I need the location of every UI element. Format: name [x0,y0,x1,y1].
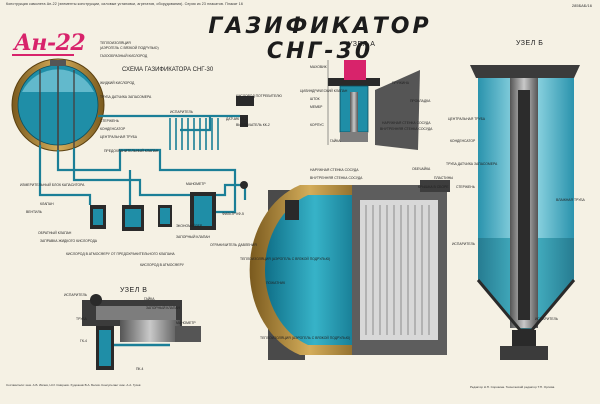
label-central-tube: ЦЕНТРАЛЬНАЯ ТРУБА [100,135,138,139]
schema-vessel [11,58,105,152]
node-v-gk4: ГК-4 [80,339,87,343]
label-atmosphere-safety: КИСЛОРОД В АТМОСФЕРУ ОТ ПРЕДОХРАНИТЕЛЬНО… [66,252,175,256]
center-inner-wall: ВНУТРЕННЯЯ СТЕНКА СОСУДА [310,176,363,180]
node-b-title: УЗЕЛ Б [516,40,544,47]
node-a-body: КОРПУС [310,123,324,127]
node-a-membrane: МЕМБР [310,105,323,109]
node-a-nut: ГАЙКА [330,139,341,143]
label-atmosphere: КИСЛОРОД В АТМОСФЕРУ [140,263,184,267]
center-clamp: ПОЖАТНИК [266,281,286,285]
label-evaporator: ИСПАРИТЕЛЬ [170,110,194,114]
node-b-evaporator: ИСПАРИТЕЛЬ [535,317,559,321]
node-v-manometer: МАНОМЕТР [176,321,196,325]
label-rod: СТЕРЖЕНЬ [100,119,119,123]
node-v-title: УЗЕЛ В [120,287,148,294]
label-oxygen-consumer: КИСЛОРОД ПОТРЕБИТЕЛЮ [236,94,282,98]
node-a-outer-wall: НАРУЖНАЯ СТЕНКА СОСУДА [382,121,431,125]
series-note: Конструкция самолета Ан-22 (элементы кон… [6,2,243,6]
aircraft-brand: Ан-22 [14,30,86,56]
center-evaporator: ИСПАРИТЕЛЬ [452,242,476,246]
node-b-rod: СТЕРЖЕНЬ [456,185,475,189]
label-economizer: ЭКОНОМАЙЗЕР [176,224,203,228]
label-insulation-sub: (АЭРОГЕЛЬ С ВЯЗКОЙ ПОДРУЛЬЮ) [100,46,159,50]
schema-pipes [38,114,247,214]
label-liquid-fill: ЗАПРАВКА ЖИДКОГО КИСЛОРОДА [40,239,98,243]
center-gasifier [249,180,450,360]
schema-title: СХЕМА ГАЗИФИКАТОРА СНГ-30 [122,67,214,73]
node-v-assembly [82,294,201,370]
poster-title: ГАЗИФИКАТОР СНГ-30 [208,14,432,64]
node-a-spring: ПРУЖИНА [392,81,410,85]
label-pressure-limiter: ОГРАНИЧИТЕЛЬ ДАВЛЕНИЯ [210,243,257,247]
node-a-stem: ШТОК [310,97,320,101]
poster-code: 285БАБ/16 [571,3,592,8]
node-v-tube: ТРУБА [76,317,87,321]
node-a-inner-wall: ВНУТРЕННЯЯ СТЕНКА СОСУДА [380,127,433,131]
node-b-sensor-tube: ТРУБА ДАТЧИКА ЗАПАСОМЕРА [446,162,498,166]
node-b-condenser: КОНДЕНСАТОР [450,139,476,143]
label-sensor: ДАТЧИК КК-2 [226,117,247,121]
node-a-title: УЗЕЛ А [348,41,376,48]
center-plates: ПЛАСТИНЫ [434,176,454,180]
schema-valves [90,96,254,231]
node-v-shutoff-valve: ЗАПОРНЫЙ КЛАПАН [146,306,181,310]
node-a-handwheel: МАХОВИК [310,65,327,69]
node-b-column [470,65,580,360]
node-a-valve [327,60,420,150]
label-capacitor-block: ИЗМЕРИТЕЛЬНЫЙ БЛОК КАПАСИТОРА [20,183,85,187]
center-insulation: ТЕПЛОИЗОЛЯЦИЯ (АЭРОГЕЛЬ С ВЯЗКОЙ ПОДРУЛЬ… [240,257,331,261]
label-switch: ВЫКЛЮЧАТЕЛЬ КК-2 [236,123,270,127]
node-v-pk4: ПК-4 [136,367,144,371]
node-a-gasket: ПРОКЛАДКА [410,99,431,103]
label-sensor-tube: ТРУБА ДАТЧИКА ЗАПАСОМЕРА [100,95,152,99]
label-filter: ФИЛЬТР КФ-5 [222,212,244,216]
label-condenser: КОНДЕНСАТОР [100,127,126,131]
center-outer-wall: НАРУЖНАЯ СТЕНКА СОСУДА [310,168,359,172]
label-manometer: МАНОМЕТР [186,182,206,186]
footer-credits-right: Редактор Н.П. Сорокина. Технический реда… [470,385,555,389]
node-b-wet-tube: ВЛАЖНАЯ ТРУБА [556,198,585,202]
label-insulation: ТЕПЛОИЗОЛЯЦИЯ [100,41,131,45]
node-a-cyl-valve: ЦИЛИНДРИЧЕСКИЙ КЛАПАН [300,89,348,93]
label-liquid-oxygen: ЖИДКИЙ КИСЛОРОД [100,81,135,85]
label-valve: КЛАПАН [40,202,54,206]
node-v-nut: ГАЙКА [144,297,155,301]
center-cover: КРЫШКА В СБОРЕ [418,185,449,189]
label-shutoff-valve: ЗАПОРНЫЙ КЛАПАН [176,235,211,239]
brand-underline [12,54,74,56]
schema-evaporator-coil [169,118,219,150]
label-safety-valve: ПРЕДОХРАНИТЕЛЬНЫЙ КЛАПАН [104,149,159,153]
center-insulation-2: ТЕПЛОИЗОЛЯЦИЯ (АЭРОГЕЛЬ С ВЯЗКОЙ ПОДРУЛЬ… [260,336,351,340]
node-b-central-tube: ЦЕНТРАЛЬНАЯ ТРУБА [448,117,486,121]
label-check-valve: ОБРАТНЫЙ КЛАПАН [38,231,72,235]
footer-credits-left: Составители: инж. А.Б. Ивлев, Н.И. Смирн… [6,383,141,387]
node-v-evaporator: ИСПАРИТЕЛЬ [64,293,88,297]
label-gaseous-oxygen: ГАЗООБРАЗНЫЙ КИСЛОРОД [100,54,148,58]
center-shell: ОБЕЧАЙКА [412,167,431,171]
label-shutoff: ВЕНТИЛЬ [26,210,42,214]
